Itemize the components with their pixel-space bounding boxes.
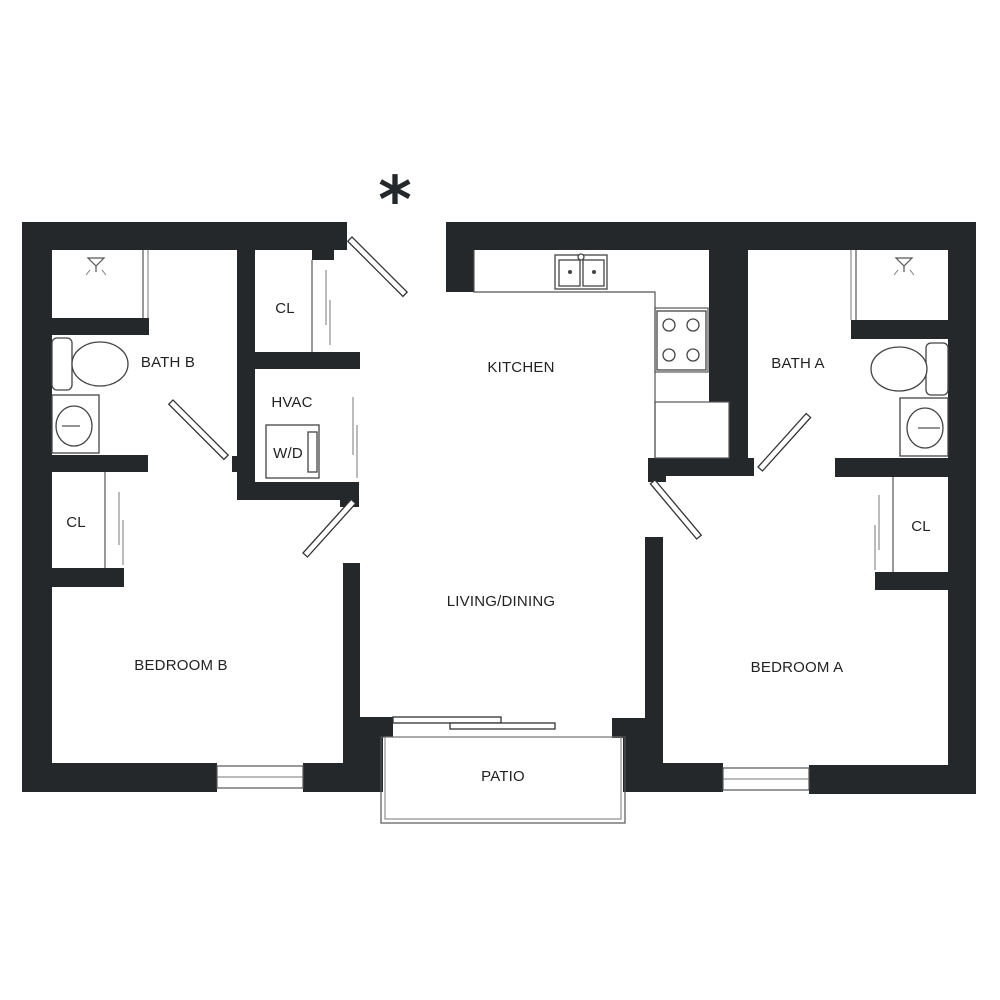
stove-icon — [656, 310, 707, 371]
washer-dryer-label: W/D — [273, 445, 303, 462]
exterior-walls — [22, 222, 976, 794]
patio-area — [380, 716, 626, 824]
closet-fixtures — [104, 260, 894, 572]
toilet-b — [51, 337, 129, 391]
sink-b — [51, 394, 100, 454]
bedroom-a-label: BEDROOM A — [751, 659, 844, 676]
patio-label: PATIO — [481, 768, 525, 785]
bath-a-label: BATH A — [771, 355, 824, 372]
shower-b — [85, 250, 149, 318]
closet-label-bedroom-a: CL — [911, 518, 931, 535]
doors — [167, 236, 812, 558]
hvac-label: HVAC — [271, 394, 312, 411]
kitchen-label: KITCHEN — [487, 359, 554, 376]
closet-label-top: CL — [275, 300, 295, 317]
kitchen-counters — [473, 250, 730, 459]
washer-dryer — [265, 424, 320, 479]
shower-a — [850, 250, 915, 320]
toilet-a — [870, 342, 949, 396]
bath-b-label: BATH B — [141, 354, 195, 371]
living-dining-label: LIVING/DINING — [447, 593, 555, 610]
entry-marker: * — [378, 164, 411, 238]
closet-label-bedroom-b: CL — [66, 514, 86, 531]
kitchen-sink — [554, 253, 608, 290]
interior-walls — [52, 250, 948, 792]
bedroom-b-label: BEDROOM B — [134, 657, 227, 674]
sink-a — [899, 397, 949, 457]
windows — [216, 765, 810, 791]
